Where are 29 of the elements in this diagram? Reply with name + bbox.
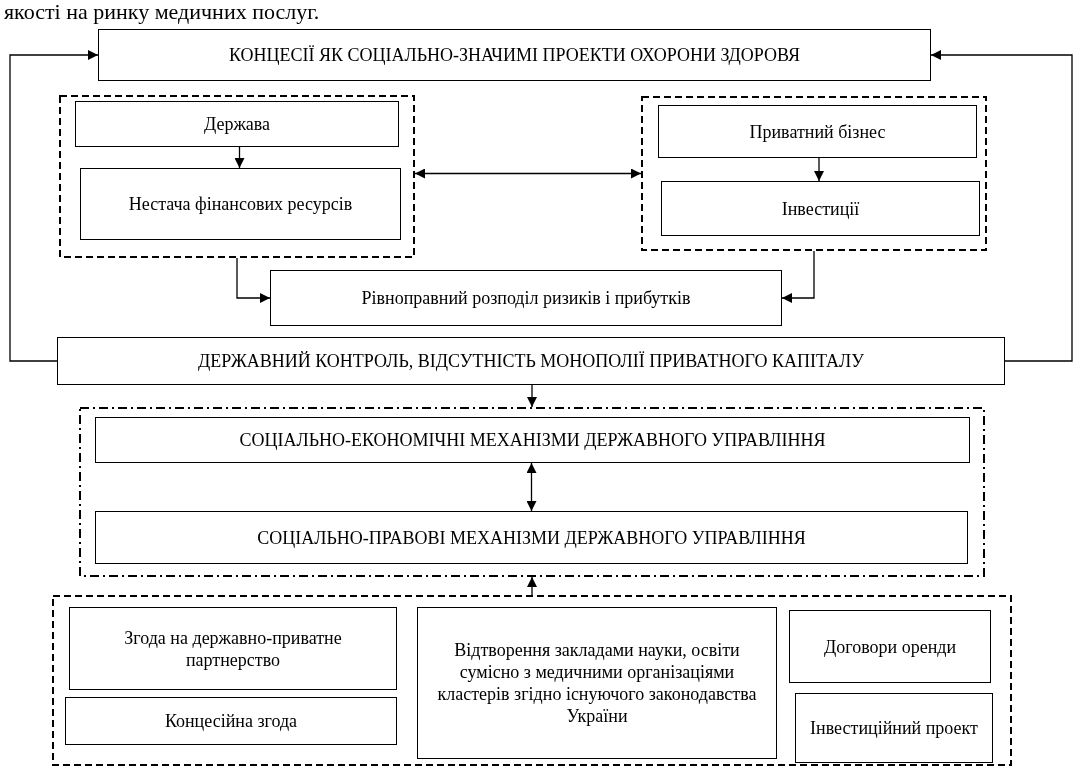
process-box: Приватний бізнес	[658, 105, 977, 158]
process-box: ДЕРЖАВНИЙ КОНТРОЛЬ, ВІДСУТНІСТЬ МОНОПОЛІЇ ПРИВАТНОГО КАПІТАЛУ	[57, 337, 1005, 385]
process-box: СОЦІАЛЬНО-ЕКОНОМІЧНІ МЕХАНІЗМИ ДЕРЖАВНОГО УПРАВЛІННЯ	[95, 417, 970, 463]
process-box: СОЦІАЛЬНО-ПРАВОВІ МЕХАНІЗМИ ДЕРЖАВНОГО УПРАВЛІННЯ	[95, 511, 968, 564]
process-box: КОНЦЕСІЇ ЯК СОЦІАЛЬНО-ЗНАЧИМІ ПРОЕКТИ ОХОРОНИ ЗДОРОВЯ	[98, 29, 931, 81]
dashed-group-frame	[52, 595, 1012, 766]
dashed-group-frame	[59, 95, 415, 258]
process-box: Держава	[75, 101, 399, 147]
arrow	[814, 157, 824, 182]
process-box: Рівноправний розподіл ризиків і прибутків	[270, 270, 782, 326]
dashed-group-frame	[641, 96, 987, 251]
process-box: Інвестиції	[661, 181, 980, 236]
process-box: Концесійна згода	[65, 697, 397, 745]
dash-dot-group-frame	[79, 407, 985, 577]
process-box: Нестача фінансових ресурсів	[80, 168, 401, 240]
arrow	[234, 146, 245, 169]
body-text: якості на ринку медичних послуг.	[4, 0, 320, 24]
arrow	[236, 257, 271, 303]
process-box: Інвестиційний проект	[795, 693, 993, 763]
arrow	[781, 250, 815, 303]
arrow	[527, 576, 537, 596]
process-box: Згода на державно-приватне партнерство	[69, 607, 397, 690]
arrow	[9, 50, 99, 362]
process-box: Відтворення закладами науки, освіти сумісно з медичними організаціями кластерів згідно існуючого законодавства України	[417, 607, 777, 759]
arrow	[414, 168, 642, 179]
arrow	[930, 50, 1073, 362]
arrow	[526, 462, 537, 512]
arrow	[527, 384, 537, 408]
process-box: Договори оренди	[789, 610, 991, 683]
